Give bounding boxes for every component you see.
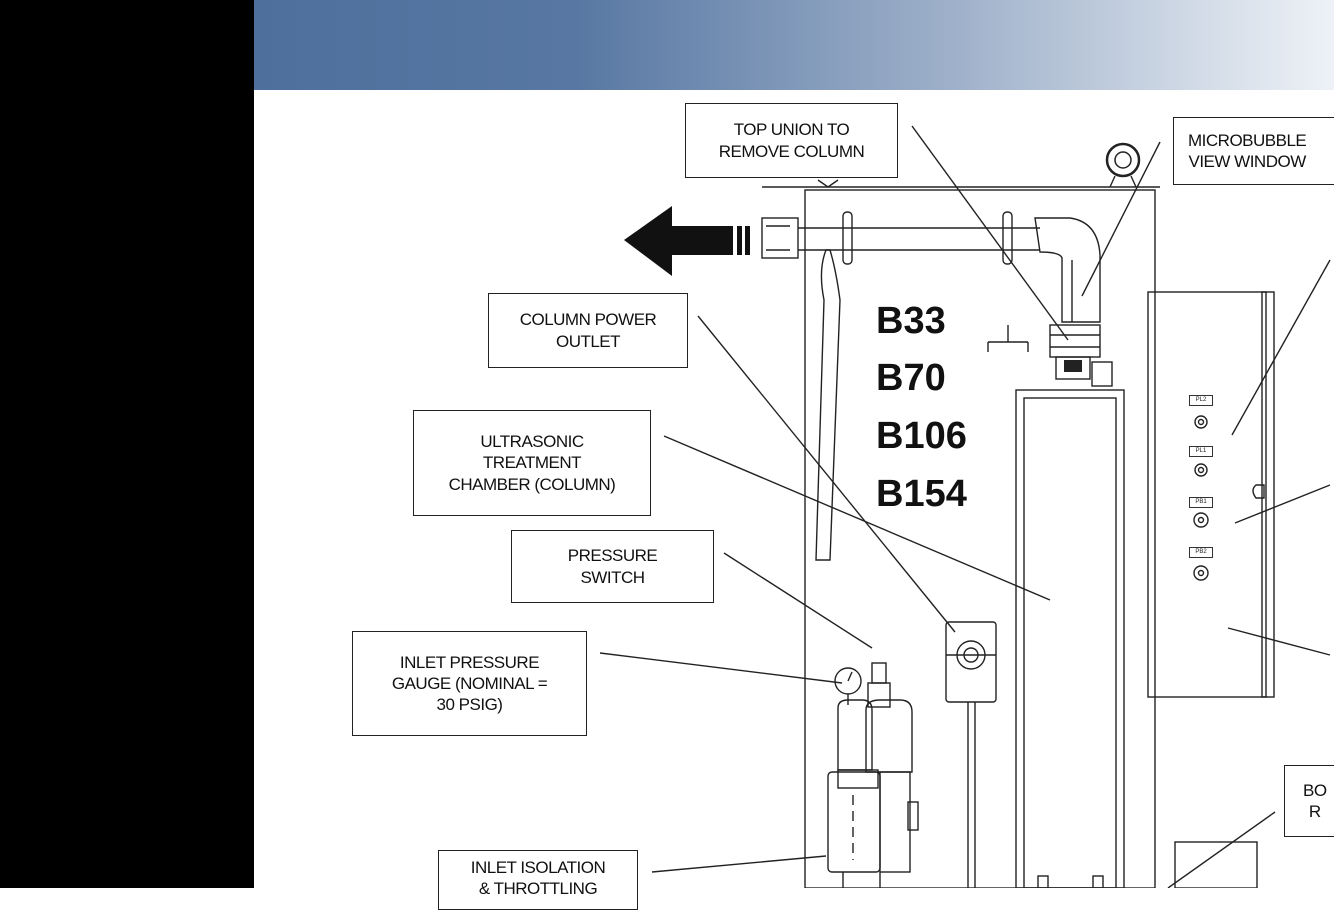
model-label-1: B33 bbox=[876, 300, 946, 342]
panel-label-pl2: PL2 bbox=[1189, 395, 1213, 406]
hose bbox=[815, 249, 841, 561]
callout-top-union: TOP UNION TO REMOVE COLUMN bbox=[685, 103, 898, 178]
panel-label-pb2: PB2 bbox=[1189, 547, 1213, 558]
top-union bbox=[1049, 324, 1101, 358]
equipment-drawing bbox=[599, 125, 1331, 888]
callout-column-power-outlet: COLUMN POWER OUTLET bbox=[488, 293, 688, 368]
callout-bottom-right-partial: BO R bbox=[1284, 765, 1334, 837]
model-label-2: B70 bbox=[876, 357, 946, 399]
callout-inlet-isolation-throttling: INLET ISOLATION & THROTTLING bbox=[438, 850, 638, 910]
treatment-column bbox=[1015, 389, 1125, 888]
control-panel bbox=[1147, 291, 1267, 698]
flow-arrow bbox=[624, 206, 733, 276]
model-label-4: B154 bbox=[876, 473, 967, 515]
callout-microbubble-view-window: MICROBUBBLE VIEW WINDOW bbox=[1173, 117, 1334, 185]
cabinet-frame bbox=[804, 189, 1156, 888]
inlet-valve bbox=[827, 771, 881, 873]
eye-bolt bbox=[1105, 142, 1141, 178]
callout-inlet-pressure-gauge: INLET PRESSURE GAUGE (NOMINAL = 30 PSIG) bbox=[352, 631, 587, 736]
header-band bbox=[254, 0, 1334, 90]
callout-ultrasonic-treatment-chamber: ULTRASONIC TREATMENT CHAMBER (COLUMN) bbox=[413, 410, 651, 516]
panel-label-pb1: PB1 bbox=[1189, 497, 1213, 508]
panel-label-pl1: PL1 bbox=[1189, 446, 1213, 457]
callout-pressure-switch: PRESSURE SWITCH bbox=[511, 530, 714, 603]
left-black-margin bbox=[0, 0, 254, 888]
pressure-switch-body bbox=[945, 621, 997, 703]
model-label-3: B106 bbox=[876, 415, 967, 457]
